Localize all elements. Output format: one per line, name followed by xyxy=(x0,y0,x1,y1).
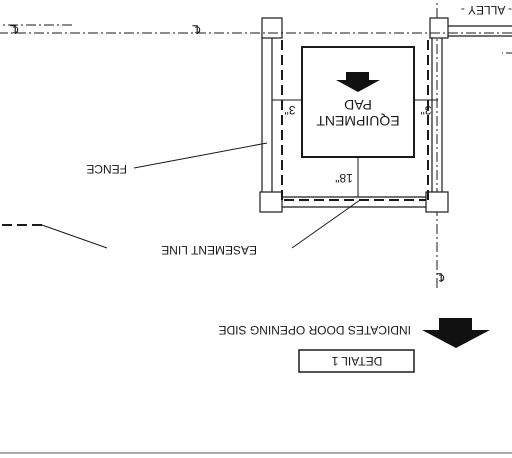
fence-label: FENCE xyxy=(86,162,127,176)
fence-post-top-right xyxy=(261,17,283,39)
equipment-pad-label-line1: EQUIPMENT xyxy=(316,113,400,129)
dim-front-clearance: 18" xyxy=(335,171,353,185)
centerline-symbol-bottom: ℄ xyxy=(436,270,445,284)
centerline-symbol-right: ℄ xyxy=(192,22,201,36)
centerline-symbol-far-right: ℄ xyxy=(10,22,19,36)
easement-line-label: EASEMENT LINE xyxy=(161,243,257,257)
fence-post-bottom-left xyxy=(425,191,449,213)
equipment-pad-label-line2: PAD xyxy=(344,97,372,113)
easement-dashed-line xyxy=(281,39,429,201)
fence-post-bottom-right xyxy=(259,191,283,213)
fence-post-top-left xyxy=(429,17,449,39)
detail-label: DETAIL 1 xyxy=(331,354,382,368)
dim-right-clearance: 3" xyxy=(285,103,296,117)
detail-label-box xyxy=(298,349,415,373)
door-opening-arrow-icon xyxy=(422,318,490,348)
alley-label: - ALLEY - xyxy=(461,3,512,17)
fence-leader-line xyxy=(133,142,268,169)
dim-left-clearance: 3" xyxy=(421,103,432,117)
pad-door-arrow-icon xyxy=(336,72,380,92)
easement-leader-line xyxy=(291,199,361,249)
easement-leader-line-2 xyxy=(41,224,108,249)
door-opening-label: INDICATES DOOR OPENING SIDE xyxy=(219,323,411,337)
equipment-pad xyxy=(301,46,415,158)
